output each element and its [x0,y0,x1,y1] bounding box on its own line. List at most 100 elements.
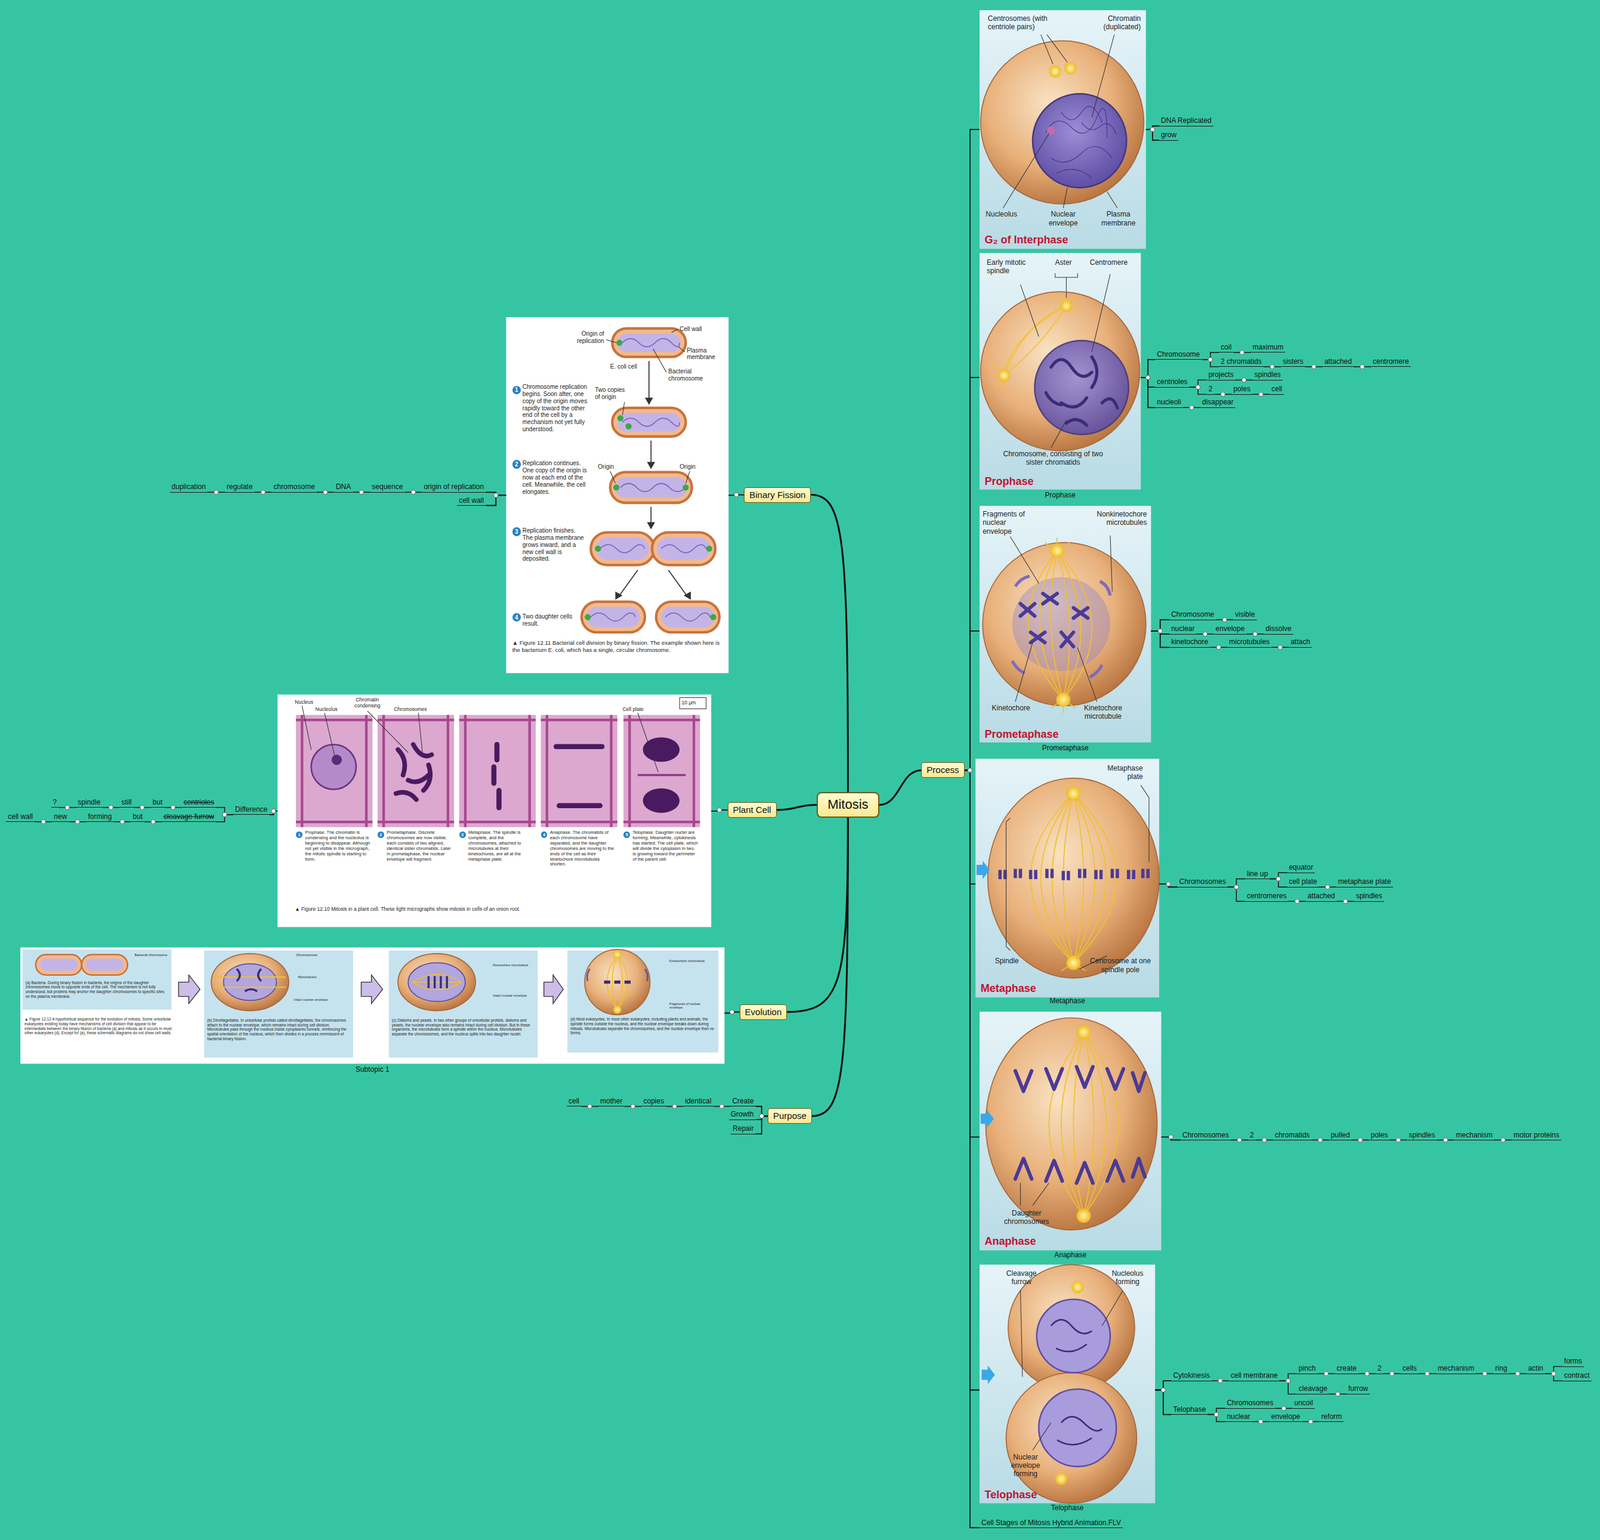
subtopic-text: cell wall [7,812,33,821]
figure-label: Intact nuclear envelope [492,993,532,998]
branch-dot [1308,1419,1313,1425]
figure-label: Metaphase plate [1101,764,1143,781]
subtopic-text: Telophase [1173,1405,1207,1414]
subtopic-word: sisters [1280,357,1306,367]
branch-dot [1311,364,1317,369]
subtopic-text: Create [731,1097,754,1106]
subtopic-text: Chromosomes [1179,877,1226,886]
subtopic-text: microtubules [1228,637,1270,647]
subtopic-text: ? [53,798,58,807]
connector [1140,377,1155,408]
branch-dot [1214,1412,1219,1417]
figure-label: Early mitotic spindle [986,258,1036,276]
subtopic-word: Difference [233,805,270,815]
figure-label: Centrosome at one spindle pole [1087,956,1153,974]
branch-dot [630,1104,635,1109]
subtopic-word: Repair [730,1124,756,1135]
subtopic-text: centromere [1372,357,1410,366]
subtopic-text: nuclear [1171,624,1195,633]
branch-dot [108,805,113,810]
subtopic-word: attached [1322,357,1354,367]
branch-dot [1258,1419,1263,1425]
figure-label: Centrosomes (with centriole pairs) [987,14,1062,32]
branch-dot [1160,1388,1166,1393]
subtopic-text: cell [568,1097,580,1106]
figure-label: Fragments of nuclear envelope [982,510,1032,536]
subtopic-text: identical [684,1097,712,1106]
figure-label: Microtubules [297,975,317,979]
subtopic-word: cells [1400,1364,1419,1374]
branch-dot [1146,375,1151,380]
branch-dot [1196,385,1201,390]
figure-label: Nonkinetochore microtubules [1069,510,1148,527]
central-topic: Mitosis [816,792,879,818]
branch-dot [1286,1378,1291,1383]
subtopic-text: dissolve [1265,624,1291,633]
subtopic-text: 2 [1377,1364,1382,1373]
branch-dot [222,812,227,817]
branch-dot [1482,1372,1487,1377]
callout-number: 2 [377,831,385,839]
subtopic-word: cell [1269,384,1284,395]
subtopic-text: metaphase plate [1338,877,1392,886]
figure-label: Cell plate [622,706,644,713]
branch-dot [1208,357,1213,362]
callout-number: 3 [459,831,466,839]
branch-dot [1234,885,1239,890]
subtopic-word: sequence [369,482,405,493]
figure-label: Metaphase. The spindle is complete, and … [468,830,534,863]
stage-title: Prometaphase [984,728,1059,742]
branch-dot [759,1114,764,1119]
branch-dot [1157,628,1163,633]
subtopic-word: maximum [1250,343,1286,353]
branch-topic: Plant Cell [727,802,777,818]
branch-dot [170,805,175,810]
branch-dot [1281,1406,1286,1411]
stage-title: Prophase [984,475,1034,489]
subtopic-word: visible [1233,610,1257,620]
branch-dot [493,493,499,498]
branch-dot [1150,127,1155,132]
subtopic-text: Chromosomes [1226,1398,1274,1408]
subtopic-word: Cell Stages of Mitosis Hybrid Animation.… [979,1518,1123,1529]
image-caption: Telophase [979,1503,1155,1513]
figure-label: Kinetochore microtubule [492,963,532,968]
branch-dot [214,490,219,495]
anaphase-cell [979,1011,1161,1251]
subtopic-text: create [1336,1364,1357,1373]
subtopic-word: DNA Replicated [1159,116,1214,126]
subtopic-text: poles [1370,1131,1389,1140]
branch-dot [967,768,972,773]
subtopic-text: Chromosomes [1182,1131,1229,1140]
branch-dot [1276,876,1281,882]
subtopic-text: centromeres [1246,891,1287,901]
subtopic-text: Cytokinesis [1173,1371,1210,1380]
subtopic-text: sequence [371,482,403,491]
subtopic-word: Telophase [1171,1405,1209,1416]
subtopic-word: ring [1493,1364,1509,1374]
subtopic-word: chromatids [1273,1131,1312,1141]
subtopic-text: disappear [1202,397,1234,407]
connector [786,817,848,1013]
subtopic-text: centrioles [1156,377,1188,386]
figure-label: Prometaphase. Discrete chromosomes are n… [386,830,452,863]
subtopic-text: Chromosome [1171,610,1215,619]
branch-dot [967,768,972,773]
subtopic-word: nucleoli [1154,397,1183,408]
topic-text: Purpose [773,1110,807,1121]
subtopic-text: Repair [732,1124,754,1133]
figure-label: Chromatin (duplicated) [1087,14,1141,32]
branch-dot [729,1009,734,1015]
subtopic-word: origin of replication [421,482,486,493]
branch-dot [41,819,46,824]
branch-dot [260,490,265,495]
subtopic-word: cell [566,1097,582,1107]
figure-label: Nucleus [294,699,314,706]
subtopic-text: uncoil [1294,1398,1314,1408]
branch-topic: Purpose [767,1108,812,1124]
figure-label: Nucleolus forming [1104,1269,1152,1287]
callout-number: 4 [512,613,522,623]
figure-label: Chromosome, consisting of two sister chr… [1002,449,1105,467]
branch-dot [1202,631,1207,636]
branch-dot [1157,628,1163,633]
